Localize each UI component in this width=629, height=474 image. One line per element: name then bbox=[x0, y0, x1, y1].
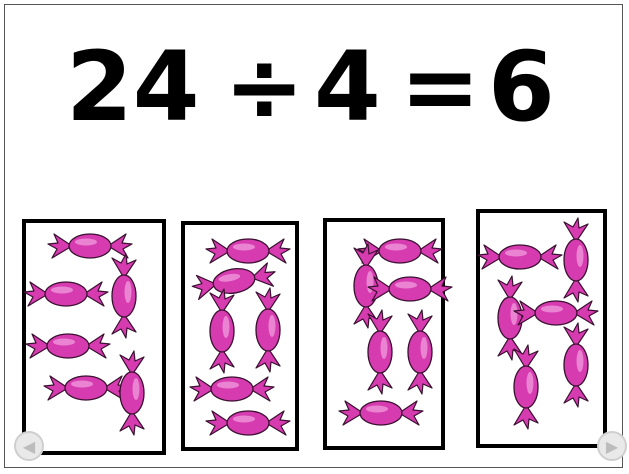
candy-icon bbox=[44, 376, 128, 400]
candy-icon bbox=[120, 351, 144, 435]
candy-icon bbox=[478, 245, 562, 269]
candy-icon bbox=[339, 401, 423, 425]
candy-icon bbox=[112, 254, 136, 338]
candy-icon bbox=[190, 377, 274, 401]
candy-icon bbox=[24, 282, 108, 306]
candy-icon bbox=[514, 345, 538, 429]
candy-icon bbox=[48, 234, 132, 258]
candy-icon bbox=[514, 301, 598, 325]
candy-icon bbox=[564, 218, 588, 302]
candy-icon bbox=[408, 310, 432, 394]
candy-icon bbox=[368, 277, 452, 301]
candy-icon bbox=[498, 276, 522, 360]
candy-icon bbox=[210, 289, 234, 373]
candy-icon bbox=[206, 239, 290, 263]
candy-icon bbox=[206, 411, 290, 435]
candy-icon bbox=[26, 334, 110, 358]
candy-icon bbox=[256, 288, 280, 372]
arrow-left-icon[interactable]: ◀ bbox=[14, 431, 44, 461]
candy-icon bbox=[368, 310, 392, 394]
candy-icon bbox=[191, 262, 278, 300]
arrow-right-icon[interactable]: ▶ bbox=[597, 431, 627, 461]
candy-icon bbox=[564, 323, 588, 407]
